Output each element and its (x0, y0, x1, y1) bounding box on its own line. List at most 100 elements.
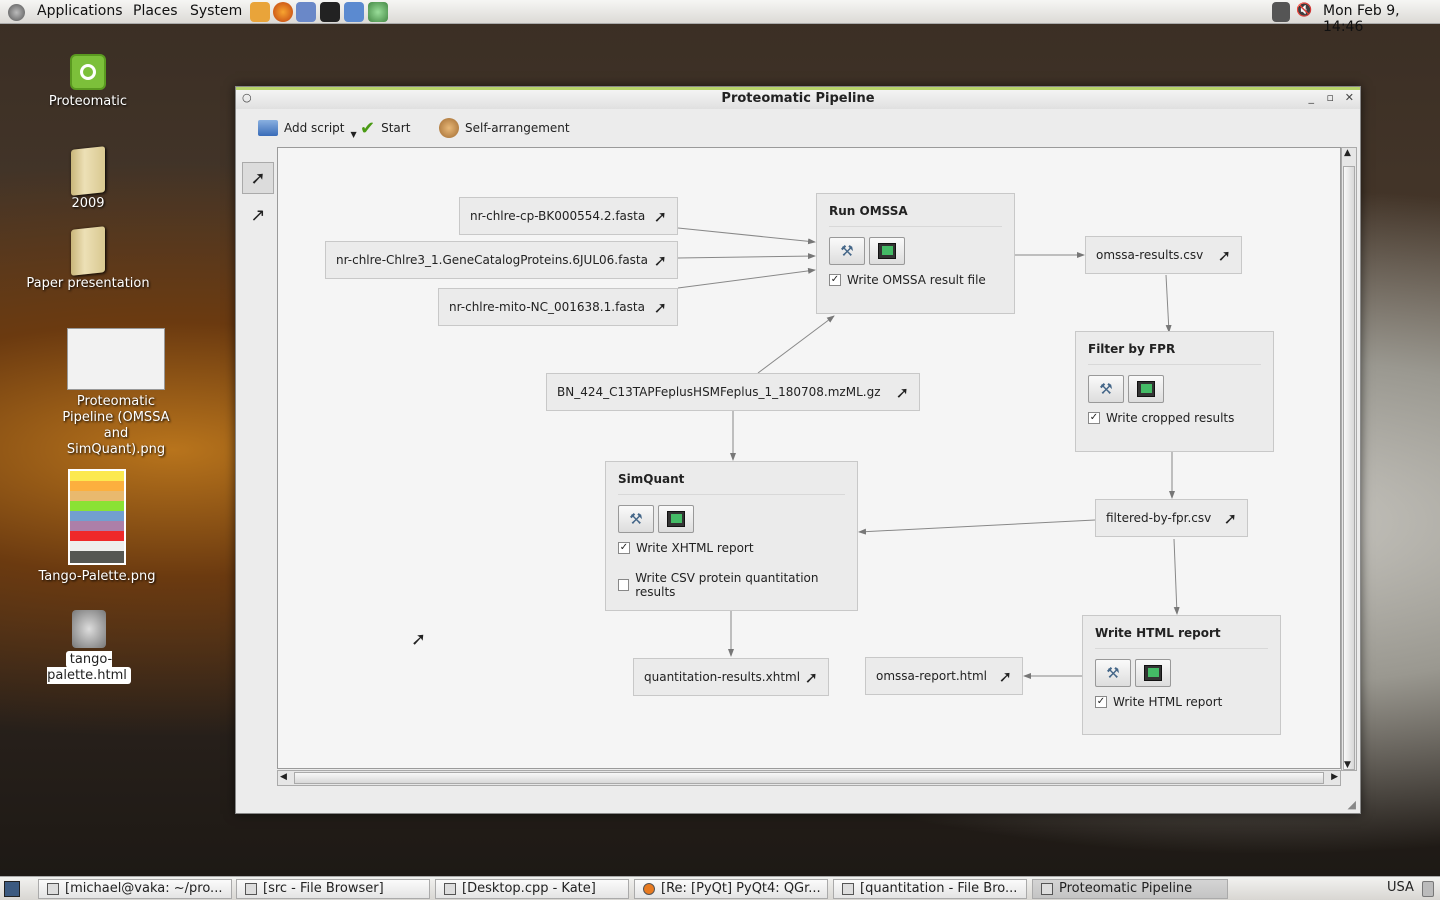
option-row[interactable]: ✓Write XHTML report (618, 541, 845, 555)
top-panel: Applications Places System 🔇 Mon Feb 9, … (0, 0, 1440, 35)
file-box[interactable]: BN_424_C13TAPFeplusHSMFeplus_1_180708.mz… (546, 373, 920, 411)
dropdown-arrow-icon[interactable]: ▼ (350, 129, 357, 139)
menu-places[interactable]: Places (133, 3, 178, 19)
scrollbar-thumb[interactable] (1343, 166, 1355, 770)
scroll-left-icon[interactable]: ◀ (280, 772, 287, 782)
option-row[interactable]: ✓ Write OMSSA result file (829, 273, 1002, 287)
launcher-icon-3[interactable] (296, 2, 316, 22)
checkbox[interactable]: ✓ (1095, 696, 1107, 708)
file-browser-icon (842, 883, 854, 895)
window-titlebar[interactable]: ○ Proteomatic Pipeline _ ▫ ✕ (236, 87, 1360, 109)
checkbox[interactable] (618, 579, 630, 591)
cursor-arrow-icon[interactable]: ➚ (242, 162, 274, 194)
trash-icon[interactable] (1422, 881, 1434, 897)
script-box-run-omssa[interactable]: Run OMSSA ⚒ ✓Write OMSSA result file (816, 193, 1015, 314)
configure-button[interactable]: ⚒ (618, 505, 654, 533)
task-file-browser-quantitation[interactable]: [quantitation - File Bro... (833, 879, 1027, 899)
keyboard-layout[interactable]: USA (1387, 880, 1414, 895)
script-title: Write HTML report (1095, 626, 1268, 649)
file-box[interactable]: omssa-results.csv➚ (1085, 236, 1242, 274)
launcher-icon-5[interactable] (344, 2, 364, 22)
wrench-icon: ⚒ (629, 510, 643, 528)
desktop-icon-label: 2009 (71, 196, 105, 211)
proteomatic-icon (70, 54, 106, 90)
scroll-right-icon[interactable]: ▶ (1331, 772, 1338, 782)
open-file-arrow-icon[interactable]: ➚ (1223, 509, 1237, 528)
mouse-pointer-icon: ➚ (411, 629, 427, 650)
desktop-icon-proteomatic[interactable]: Proteomatic (40, 54, 136, 110)
volume-icon[interactable]: 🔇 (1296, 3, 1313, 18)
configure-button[interactable]: ⚒ (1095, 659, 1131, 687)
file-box[interactable]: omssa-report.html ➚ (865, 657, 1023, 695)
horizontal-scrollbar[interactable]: ◀ ▶ (277, 770, 1341, 786)
vertical-scrollbar[interactable]: ▲ ▼ (1341, 147, 1357, 771)
file-box[interactable]: nr-chlre-cp-BK000554.2.fasta➚ (459, 197, 678, 235)
close-icon[interactable]: ✕ (1344, 91, 1354, 104)
menu-applications[interactable]: Applications (37, 3, 123, 19)
menu-system[interactable]: System (190, 3, 243, 19)
desktop-icon-label: Proteomatic Pipeline (OMSSA and SimQuant… (62, 394, 170, 457)
option-row[interactable]: ✓ Write cropped results (1088, 411, 1261, 425)
option-label: Write cropped results (1106, 411, 1235, 425)
script-box-write-html-report[interactable]: Write HTML report ⚒ ✓Write HTML report (1082, 615, 1281, 735)
file-box[interactable]: nr-chlre-mito-NC_001638.1.fasta➚ (438, 288, 678, 326)
task-terminal[interactable]: [michael@vaka: ~/pro... (38, 879, 232, 899)
minimize-icon[interactable]: _ (1308, 91, 1315, 104)
task-firefox[interactable]: [Re: [PyQt] PyQt4: QGr... (634, 879, 828, 899)
file-box[interactable]: quantitation-results.xhtml➚ (633, 658, 829, 696)
firefox-icon[interactable] (273, 2, 293, 22)
desktop-icon-2009[interactable]: 2009 (40, 146, 136, 212)
desktop-icon-tango-palette-html[interactable]: tango-palette.html (24, 610, 154, 684)
script-box-simquant[interactable]: SimQuant ⚒ ✓Write XHTML report Write CSV… (605, 461, 858, 611)
applications-icon[interactable] (8, 4, 25, 21)
output-button[interactable] (869, 237, 905, 265)
resize-grip-icon[interactable]: ◢ (1347, 798, 1356, 811)
file-box[interactable]: filtered-by-fpr.csv➚ (1095, 499, 1248, 537)
desktop-icon-paper-presentation[interactable]: Paper presentation (20, 226, 156, 292)
configure-button[interactable]: ⚒ (1088, 375, 1124, 403)
desktop-icon-pipeline-png[interactable]: Proteomatic Pipeline (OMSSA and SimQuant… (56, 328, 176, 458)
folder-icon (71, 226, 105, 276)
pipeline-canvas[interactable]: nr-chlre-cp-BK000554.2.fasta➚ nr-chlre-C… (277, 147, 1341, 769)
open-file-arrow-icon[interactable]: ➚ (1217, 246, 1231, 265)
checkbox[interactable]: ✓ (1088, 412, 1100, 424)
open-file-arrow-icon[interactable]: ➚ (653, 207, 667, 226)
launcher-icon-1[interactable] (250, 2, 270, 22)
arrow-tool-icon[interactable]: ↗ (250, 204, 266, 226)
configure-button[interactable]: ⚒ (829, 237, 865, 265)
script-box-filter-by-fpr[interactable]: Filter by FPR ⚒ ✓Write cropped results (1075, 331, 1274, 452)
file-box[interactable]: nr-chlre-Chlre3_1.GeneCatalogProteins.6J… (325, 241, 678, 279)
option-row[interactable]: ✓Write HTML report (1095, 695, 1268, 709)
task-kate[interactable]: [Desktop.cpp - Kate] (435, 879, 629, 899)
checkbox[interactable]: ✓ (618, 542, 630, 554)
scroll-down-icon[interactable]: ▼ (1344, 760, 1351, 770)
open-file-arrow-icon[interactable]: ➚ (895, 383, 909, 402)
file-name: omssa-report.html (876, 669, 988, 683)
scrollbar-thumb[interactable] (294, 772, 1324, 784)
option-row[interactable]: Write CSV protein quantitation results (618, 571, 845, 599)
open-file-arrow-icon[interactable]: ➚ (653, 251, 667, 270)
window-menu-icon[interactable]: ○ (242, 91, 252, 104)
network-icon[interactable] (1272, 2, 1290, 22)
output-button[interactable] (658, 505, 694, 533)
desktop-icon-tango-palette-png[interactable]: Tango-Palette.png (36, 469, 158, 585)
self-arrangement-button[interactable]: Self-arrangement (439, 117, 570, 139)
monkey-icon (439, 118, 459, 138)
open-file-arrow-icon[interactable]: ➚ (804, 668, 818, 687)
task-file-browser-src[interactable]: [src - File Browser] (236, 879, 430, 899)
open-file-arrow-icon[interactable]: ➚ (998, 667, 1012, 686)
show-desktop-icon[interactable] (4, 881, 20, 897)
clock[interactable]: Mon Feb 9, 14:46 (1323, 3, 1400, 35)
scroll-up-icon[interactable]: ▲ (1344, 148, 1351, 158)
checkbox[interactable]: ✓ (829, 274, 841, 286)
terminal-launcher-icon[interactable] (320, 2, 340, 22)
maximize-icon[interactable]: ▫ (1326, 91, 1334, 104)
output-button[interactable] (1135, 659, 1171, 687)
open-file-arrow-icon[interactable]: ➚ (653, 298, 667, 317)
option-label: Write OMSSA result file (847, 273, 986, 287)
start-button[interactable]: ✔ Start (360, 117, 410, 139)
output-button[interactable] (1128, 375, 1164, 403)
launcher-icon-6[interactable] (368, 2, 388, 22)
add-script-button[interactable]: Add script ▼ (258, 117, 357, 139)
task-proteomatic-pipeline[interactable]: Proteomatic Pipeline (1032, 879, 1228, 899)
